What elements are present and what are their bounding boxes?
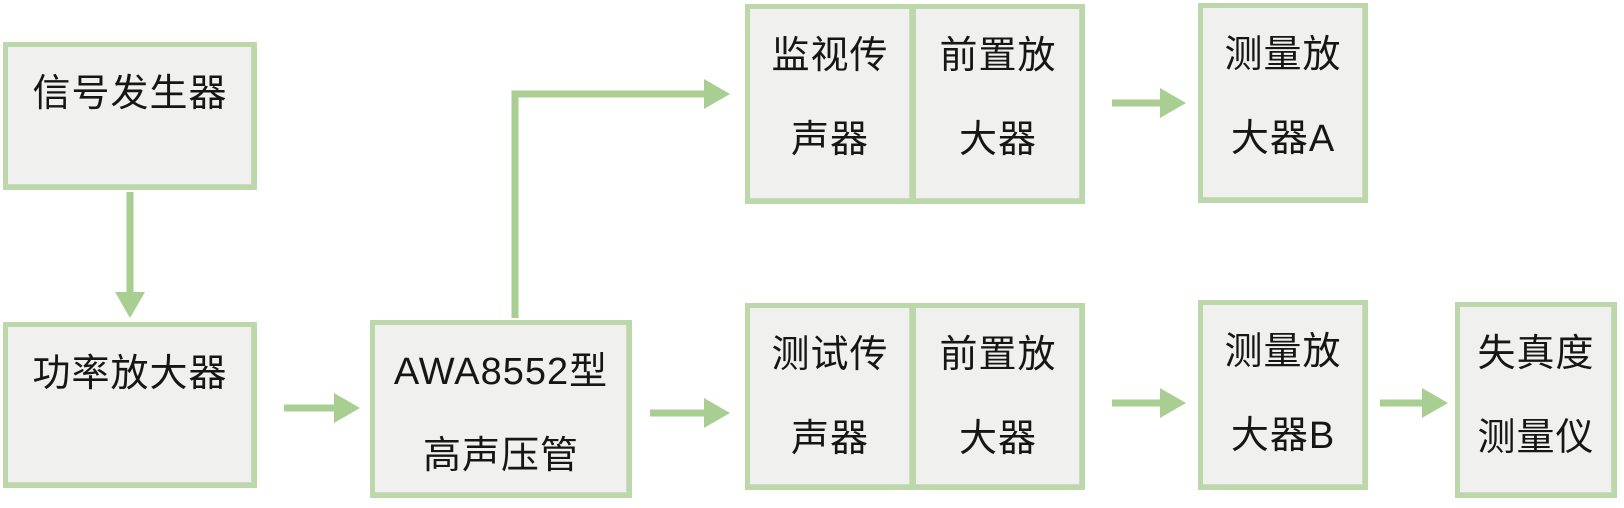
node-label: 测量仪	[1477, 417, 1595, 459]
node-preamplifier-bottom: 前置放大器	[911, 303, 1085, 490]
node-label: 声器	[790, 418, 869, 460]
connector-preamplifier-bottom-to-measuring-amplifier-b	[1112, 388, 1186, 418]
connector-power-amplifier-to-tube	[284, 393, 360, 423]
node-label: 前置放	[939, 334, 1057, 376]
node-label: 高声压管	[422, 435, 579, 477]
node-measuring-amplifier-b: 测量放大器B	[1198, 300, 1368, 490]
arrowhead-icon	[1160, 388, 1186, 418]
connector-signal-generator-to-power-amplifier	[115, 192, 145, 318]
node-label: 失真度	[1477, 333, 1595, 375]
node-power-amplifier: 功率放大器	[3, 322, 257, 488]
node-label: 测量放	[1224, 331, 1342, 373]
node-label: 信号发生器	[32, 73, 228, 115]
node-preamplifier-top: 前置放大器	[911, 4, 1085, 204]
node-label: 声器	[790, 119, 869, 161]
node-label: 大器	[958, 418, 1037, 460]
node-awa8552-high-sound-pressure-tube: AWA8552型高声压管	[370, 320, 632, 498]
node-signal-generator: 信号发生器	[3, 42, 257, 190]
connector-line	[511, 90, 704, 318]
arrowhead-icon	[1160, 88, 1186, 118]
arrowhead-icon	[334, 393, 360, 423]
node-label: 大器	[958, 119, 1037, 161]
arrowhead-icon	[704, 398, 730, 428]
node-distortion-meter: 失真度测量仪	[1455, 302, 1617, 498]
arrowhead-icon	[115, 292, 145, 318]
node-label: 大器A	[1230, 118, 1336, 160]
node-monitor-microphone: 监视传声器	[745, 4, 915, 204]
connector-measuring-amplifier-b-to-distortion-meter	[1380, 388, 1448, 418]
node-label: 大器B	[1230, 415, 1336, 457]
connector-tube-to-monitor-microphone	[511, 79, 730, 318]
arrowhead-icon	[704, 79, 730, 109]
node-label: AWA8552型	[393, 351, 609, 393]
node-label: 监视传	[771, 35, 889, 77]
node-test-microphone: 测试传声器	[745, 303, 915, 490]
node-label: 功率放大器	[32, 353, 228, 395]
arrowhead-icon	[1422, 388, 1448, 418]
connector-preamplifier-top-to-measuring-amplifier-a	[1112, 88, 1186, 118]
node-label: 前置放	[939, 35, 1057, 77]
node-label: 测试传	[771, 334, 889, 376]
connector-tube-to-test-microphone	[650, 398, 730, 428]
node-measuring-amplifier-a: 测量放大器A	[1198, 3, 1368, 203]
node-label: 测量放	[1224, 34, 1342, 76]
